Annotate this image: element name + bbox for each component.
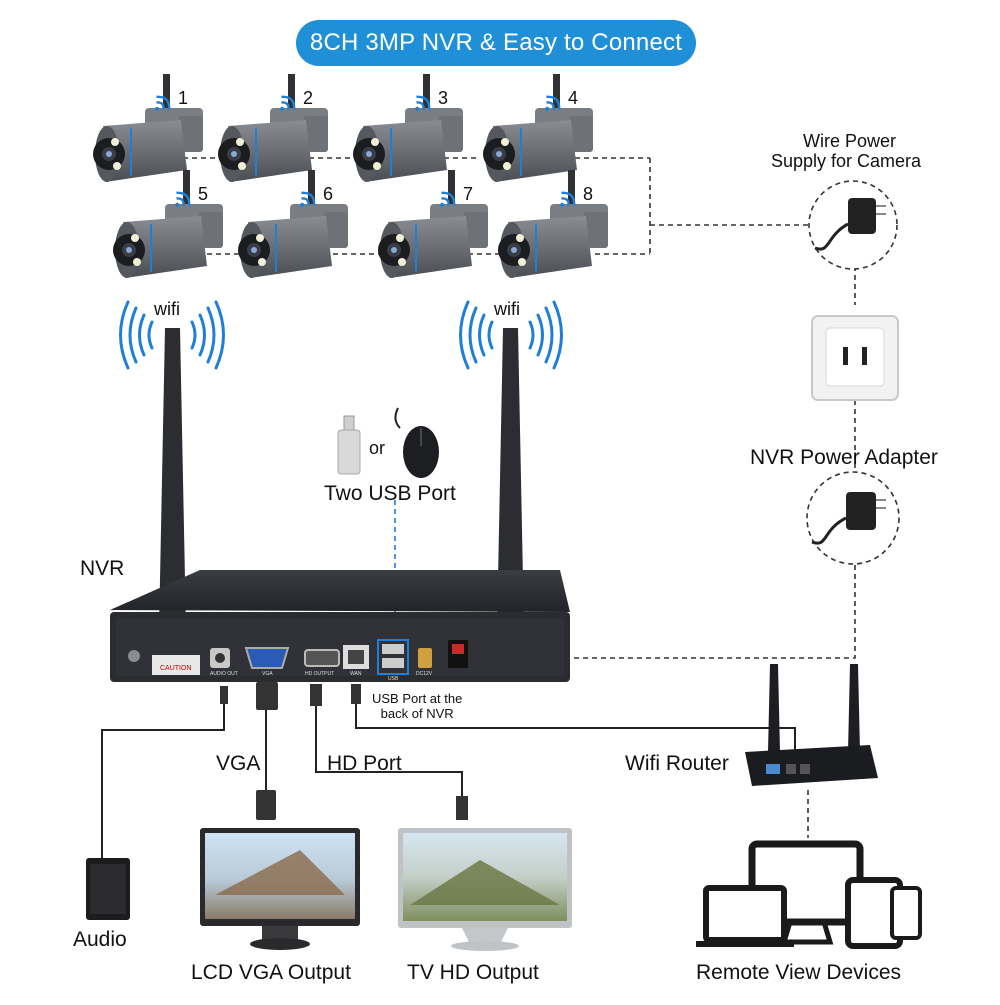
- camera-3-wifi-icon: [415, 95, 431, 111]
- camera-group: [93, 74, 608, 278]
- wifi-router-icon: [745, 664, 878, 786]
- camera-5: [113, 170, 223, 278]
- wifi-waves-right-icon: [459, 300, 563, 370]
- port-dc12v-label: DC12V: [416, 671, 433, 677]
- usb-stick-icon: [337, 415, 361, 475]
- vga-label: VGA: [216, 752, 261, 775]
- camera-number-3: 3: [438, 88, 449, 108]
- usb-back-label-line2: back of NVR: [380, 706, 454, 721]
- camera-number-7: 7: [463, 184, 474, 204]
- port-vga-label: VGA: [262, 671, 273, 677]
- tv-hd-output-label: TV HD Output: [407, 961, 539, 984]
- camera-7-wifi-icon: [440, 191, 456, 207]
- camera-number-1: 1: [178, 88, 189, 108]
- camera-4-wifi-icon: [545, 95, 561, 111]
- camera-3: [353, 74, 463, 182]
- camera-8-wifi-icon: [560, 191, 576, 207]
- port-hd-output-label: HD OUTPUT: [305, 671, 335, 677]
- camera-7: [378, 170, 488, 278]
- wire-power-label-line1: Wire Power: [803, 131, 897, 151]
- title-banner: 8CH 3MP NVR & Easy to Connect: [296, 20, 696, 66]
- camera-number-6: 6: [323, 184, 334, 204]
- audio-label: Audio: [73, 928, 127, 951]
- hd-port-label: HD Port: [327, 752, 402, 775]
- caution-sticker: CAUTION: [160, 665, 192, 672]
- nvr-power-adapter-icon: [806, 471, 900, 565]
- nvr-power-adapter-label: NVR Power Adapter: [750, 446, 938, 469]
- camera-number-5: 5: [198, 184, 209, 204]
- nvr-device: [110, 570, 570, 682]
- camera-1: [93, 74, 203, 182]
- mouse-icon: [394, 407, 439, 478]
- wifi-router-label: Wifi Router: [625, 752, 729, 775]
- speaker-icon: [86, 858, 130, 920]
- lcd-vga-output-label: LCD VGA Output: [191, 961, 351, 984]
- wifi-label-left: wifi: [154, 299, 180, 319]
- wire-power-label-line2: Supply for Camera: [771, 151, 922, 171]
- camera-8: [498, 170, 608, 278]
- camera-4: [483, 74, 593, 182]
- wifi-waves-left-icon: [119, 300, 225, 370]
- usb-or-label: or: [369, 438, 386, 458]
- port-usb-label: USB: [388, 676, 399, 682]
- lcd-monitor-icon: [200, 828, 360, 950]
- camera-1-wifi-icon: [155, 95, 171, 111]
- nvr-label: NVR: [80, 557, 125, 580]
- tv-icon: [398, 828, 572, 951]
- wall-outlet-icon: [811, 315, 899, 401]
- camera-6-wifi-icon: [300, 191, 316, 207]
- camera-number-4: 4: [568, 88, 579, 108]
- port-audio-out-label: AUDIO OUT: [210, 671, 238, 677]
- cable-plugs: [220, 682, 468, 820]
- wifi-label-right: wifi: [494, 299, 520, 319]
- usb-back-label-line1: USB Port at the: [372, 691, 463, 706]
- camera-power-adapter-icon: [808, 180, 898, 270]
- camera-number-2: 2: [303, 88, 314, 108]
- usb-back-label: USB Port at the back of NVR: [372, 691, 462, 721]
- remote-view-devices-label: Remote View Devices: [696, 961, 902, 984]
- port-wan-label: WAN: [350, 671, 362, 677]
- camera-6: [238, 170, 348, 278]
- output-cables: [101, 700, 796, 858]
- remote-devices-icon: [696, 840, 922, 949]
- two-usb-port-label: Two USB Port: [324, 482, 456, 505]
- camera-5-wifi-icon: [175, 191, 191, 207]
- camera-number-8: 8: [583, 184, 594, 204]
- camera-2-wifi-icon: [280, 95, 296, 111]
- camera-2: [218, 74, 328, 182]
